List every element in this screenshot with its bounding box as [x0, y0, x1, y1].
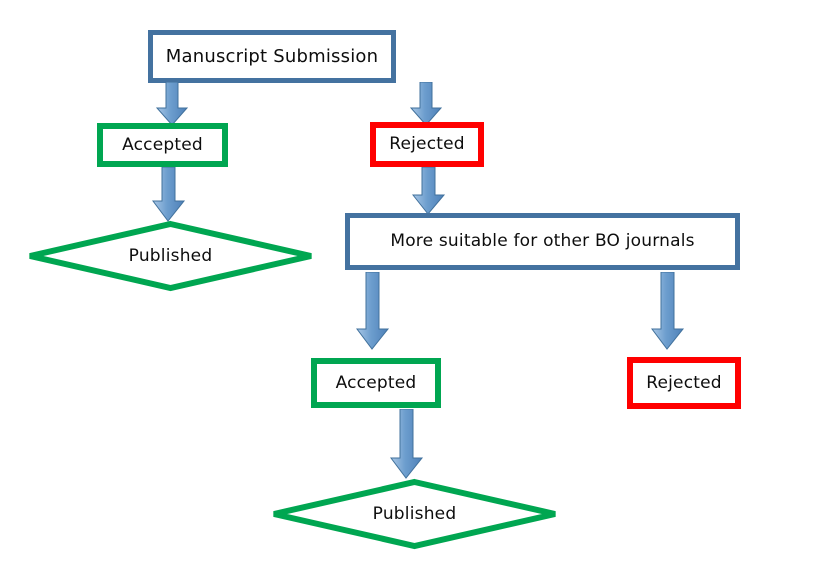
- node-manuscript-submission[interactable]: Manuscript Submission: [148, 30, 396, 83]
- node-more-suitable-label: More suitable for other BO journals: [390, 231, 695, 251]
- arrow-accepted-to-published-second: [390, 409, 424, 479]
- arrow-submission-to-rejected: [410, 82, 442, 126]
- arrow-rejected-to-more-suitable: [412, 167, 446, 215]
- arrow-more-suitable-to-rejected: [651, 272, 685, 350]
- node-rejected-first-label: Rejected: [389, 134, 465, 154]
- node-accepted-second[interactable]: Accepted: [311, 358, 441, 408]
- node-rejected-second-label: Rejected: [646, 372, 722, 393]
- arrow-more-suitable-to-accepted: [356, 272, 390, 350]
- node-accepted-first[interactable]: Accepted: [97, 123, 228, 167]
- node-rejected-first[interactable]: Rejected: [370, 122, 484, 167]
- node-more-suitable[interactable]: More suitable for other BO journals: [345, 213, 740, 270]
- node-published-second[interactable]: Published: [271, 478, 558, 550]
- node-manuscript-submission-label: Manuscript Submission: [165, 45, 379, 67]
- node-published-first[interactable]: Published: [27, 220, 314, 292]
- node-rejected-second[interactable]: Rejected: [627, 357, 741, 409]
- arrow-submission-to-accepted: [156, 82, 188, 126]
- node-accepted-second-label: Accepted: [335, 372, 417, 393]
- node-accepted-first-label: Accepted: [122, 134, 203, 155]
- arrow-accepted-to-published: [152, 167, 186, 222]
